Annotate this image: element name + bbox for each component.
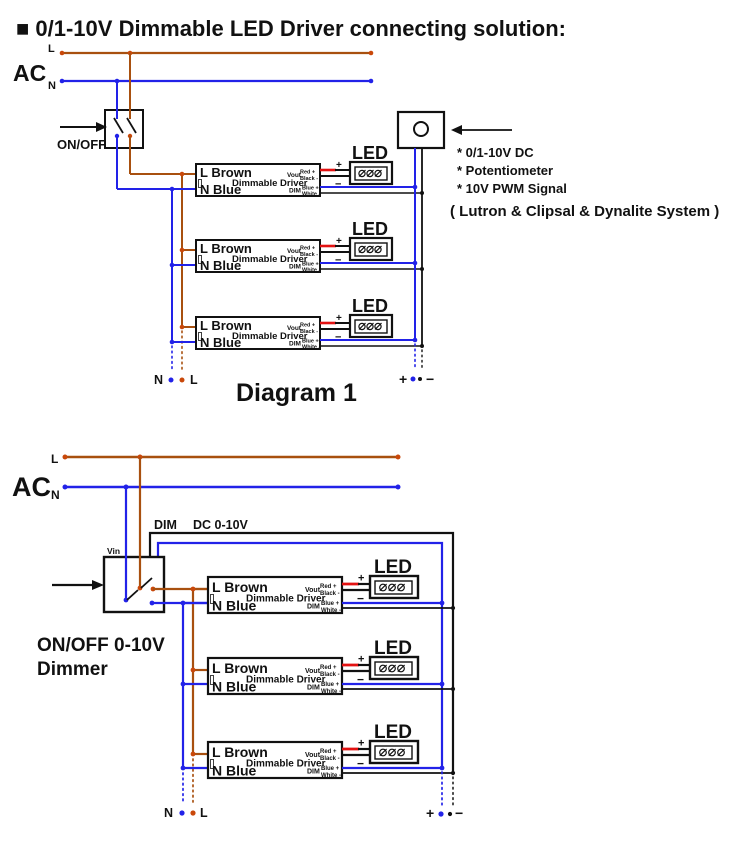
dimmer-pointer-arrow xyxy=(52,580,104,590)
controller-box xyxy=(396,110,446,150)
minus-terminal-label: − xyxy=(455,805,463,821)
switch-blades xyxy=(123,577,156,606)
ac-label: AC xyxy=(13,60,46,86)
dim-bus-label: DIM xyxy=(154,518,177,532)
onoff-label: ON/OFF xyxy=(57,137,106,152)
plus-terminal-label: + xyxy=(399,371,407,387)
diagram-1: AC L N ON/OFF xyxy=(13,43,719,407)
driver-unit-2 xyxy=(168,217,426,275)
systems-note: ( Lutron & Clipsal & Dynalite System ) xyxy=(450,203,719,220)
bottom-left-terminal-labels: N L xyxy=(154,373,198,387)
switch-pointer-arrow xyxy=(60,122,107,132)
vin-label: Vin xyxy=(107,546,120,556)
driver-unit-1 xyxy=(179,555,457,616)
bottom-left-terminal-labels: N L xyxy=(164,806,208,820)
l-terminal-label: L xyxy=(190,373,198,387)
driver-unit-1 xyxy=(168,141,426,199)
dim-plus-bus xyxy=(156,541,444,768)
n-terminal-label: N xyxy=(164,806,173,820)
plus-terminal-label: + xyxy=(426,805,434,821)
l-terminal-label: L xyxy=(200,806,208,820)
dimmer-label-line1: ON/OFF 0-10V xyxy=(37,635,165,656)
driver-unit-2 xyxy=(179,636,457,697)
minus-terminal-label: − xyxy=(426,371,434,387)
driver-unit-3 xyxy=(179,720,457,781)
controller-note-1: * 0/1-10V DC xyxy=(457,145,534,160)
n-terminal-label: N xyxy=(154,373,163,387)
diagram-2: AC L N DIM DC 0-10V Vin ON/OFF 0- xyxy=(12,452,463,821)
controller-note-3: * 10V PWM Signal xyxy=(457,181,567,196)
controller-note-2: * Potentiometer xyxy=(457,163,553,178)
bottom-right-terminal-labels: + − xyxy=(426,805,463,821)
dim-minus-bus xyxy=(148,531,455,773)
line-l-label: L xyxy=(51,452,58,466)
onoff-switch-box xyxy=(104,109,144,149)
line-n-label: N xyxy=(48,80,56,92)
diagram1-caption: Diagram 1 xyxy=(236,379,357,407)
controller-pointer-arrow xyxy=(451,125,512,135)
bottom-right-terminal-labels: + − xyxy=(399,371,434,387)
page-title: ■ 0/1-10V Dimmable LED Driver connecting… xyxy=(16,16,566,41)
ac-label: AC xyxy=(12,472,51,502)
driver-unit-3 xyxy=(168,294,426,352)
line-n-label: N xyxy=(51,488,60,502)
line-l-label: L xyxy=(48,43,55,55)
dc-range-label: DC 0-10V xyxy=(193,518,249,532)
dimmer-label-line2: Dimmer xyxy=(37,659,108,680)
potentiometer-icon xyxy=(413,121,429,137)
